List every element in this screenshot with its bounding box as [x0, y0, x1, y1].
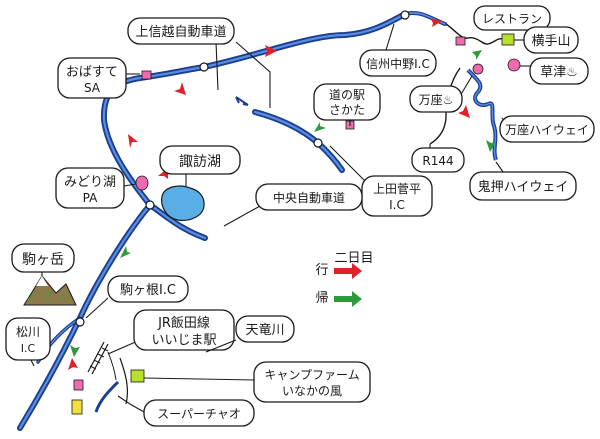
mountain-icon: [23, 275, 77, 306]
outbound-arrow: [458, 105, 470, 118]
callout-michinoeki: 道の駅 さかた: [313, 83, 381, 126]
legend-return-arrow: [334, 291, 362, 307]
legend-outbound-arrow: [334, 263, 362, 279]
onioshi-highway-label: 鬼押ハイウェイ: [478, 179, 569, 195]
callout-jr-iida: JR飯田線 いいじま駅: [107, 309, 235, 355]
legend-title: 二日目: [334, 251, 373, 266]
matsukawa-label-line1: 松川: [16, 325, 40, 339]
callout-r144: R144: [411, 144, 465, 173]
yokoteyama-label: 横手山: [531, 34, 570, 49]
callout-joshinetsu: 上信越自動車道: [127, 17, 271, 108]
matsukawa-label-line2: I.C: [21, 342, 36, 355]
manza-marker: [472, 63, 484, 75]
direction-marker: [235, 96, 249, 106]
callout-kusatsu: 草津♨: [520, 57, 589, 85]
callout-chuo: 中央自動車道: [223, 183, 363, 227]
callout-komagane: 駒ヶ根I.C: [85, 275, 189, 319]
legend-outbound-label: 行: [315, 263, 328, 278]
joshinetsu-label: 上信越自動車道: [135, 25, 226, 40]
camp-label-line1: キャンプファーム: [264, 368, 359, 382]
callout-komagatake: 駒ヶ岳: [11, 243, 75, 276]
callout-tenryu: 天竜川: [205, 315, 295, 353]
camp-label-line2: いなかの風: [282, 384, 342, 398]
return-arrow: [120, 246, 131, 258]
suwako-label: 諏訪湖: [179, 154, 221, 170]
tenryu-label: 天竜川: [245, 323, 284, 338]
outbound-arrow: [174, 82, 186, 95]
manza-highway-label: 万座ハイウェイ: [505, 122, 589, 137]
legend-return-label: 帰: [315, 290, 328, 306]
outbound-arrow: [68, 358, 78, 370]
komagatake-label: 駒ヶ岳: [22, 252, 64, 268]
return-arrow: [70, 345, 80, 357]
obasute-label-line2: SA: [84, 81, 101, 95]
outbound-arrow: [128, 134, 138, 148]
callout-supermarket: スーパーチャオ: [117, 395, 255, 427]
ueda-ic-node: [313, 138, 323, 148]
station-marker: [73, 379, 84, 391]
callout-restaurant: レストラン: [473, 5, 551, 31]
okaya-junction-node: [145, 200, 155, 210]
obasute-junction-node: [199, 62, 209, 72]
callout-manza: 万座♨: [409, 75, 473, 113]
mountain-route: [445, 23, 507, 45]
callout-onioshi: 鬼押ハイウェイ: [469, 161, 577, 201]
outbound-arrow: [265, 45, 277, 57]
r144-label: R144: [422, 154, 453, 168]
callout-manza-highway: 万座ハイウェイ: [499, 115, 595, 143]
komagane-label: 駒ヶ根I.C: [120, 283, 176, 298]
joshinetsu-branch-road: [252, 109, 345, 173]
kusatsu-marker: [507, 58, 521, 72]
railway: [87, 341, 109, 375]
callout-yokoteyama: 横手山: [514, 26, 579, 54]
callout-camp: キャンプファーム いなかの風: [143, 361, 371, 403]
return-arrow: [472, 50, 482, 60]
nakano-ic-label: 信州中野I.C: [366, 56, 430, 71]
return-arrow: [486, 140, 496, 152]
komagane-ic-node: [75, 317, 85, 327]
obasute-sa-marker: [141, 70, 152, 80]
chuo-label: 中央自動車道: [273, 190, 345, 205]
r144-road: [429, 67, 461, 145]
michinoeki-label-line2: さかた: [329, 103, 365, 117]
yokoteyama-marker: [501, 33, 515, 46]
return-arrows: [70, 50, 496, 357]
restaurant-label: レストラン: [482, 12, 542, 26]
callout-nakano: 信州中野I.C: [359, 23, 437, 77]
ueda-label-line2: I.C: [389, 198, 405, 212]
midoriko-label-line1: みどり湖: [64, 175, 116, 190]
interchange-markers: [75, 10, 410, 327]
camp-marker: [130, 369, 145, 383]
lake-suwa: [161, 185, 205, 221]
return-arrow: [314, 122, 326, 132]
jr-iida-label-line1: JR飯田線: [157, 315, 210, 331]
midoriko-pa-marker: [135, 175, 149, 191]
supermarket-marker: [71, 399, 83, 415]
callout-obasute: おばすて SA: [57, 57, 140, 99]
kusatsu-label: 草津♨: [540, 65, 578, 80]
legend: 二日目 行 帰: [315, 251, 374, 307]
supermarket-label: スーパーチャオ: [157, 407, 241, 421]
ueda-label-line1: 上田菅平: [373, 182, 421, 196]
jr-iida-label-line2: いいじま駅: [151, 333, 216, 348]
callout-midoriko: みどり湖 PA: [55, 167, 137, 209]
tenryu-river: [94, 380, 120, 413]
manza-label: 万座♨: [419, 92, 454, 107]
restaurant-marker: [455, 36, 466, 46]
midoriko-label-line2: PA: [83, 191, 98, 205]
callout-matsukawa: 松川 I.C: [5, 317, 51, 367]
michinoeki-label-line1: 道の駅: [329, 88, 365, 102]
outbound-arrow: [430, 18, 442, 27]
outbound-arrows: [68, 18, 470, 370]
obasute-label-line1: おばすて: [66, 65, 118, 80]
callout-suwako: 諏訪湖: [159, 145, 241, 186]
nakano-ic-node: [400, 10, 410, 20]
